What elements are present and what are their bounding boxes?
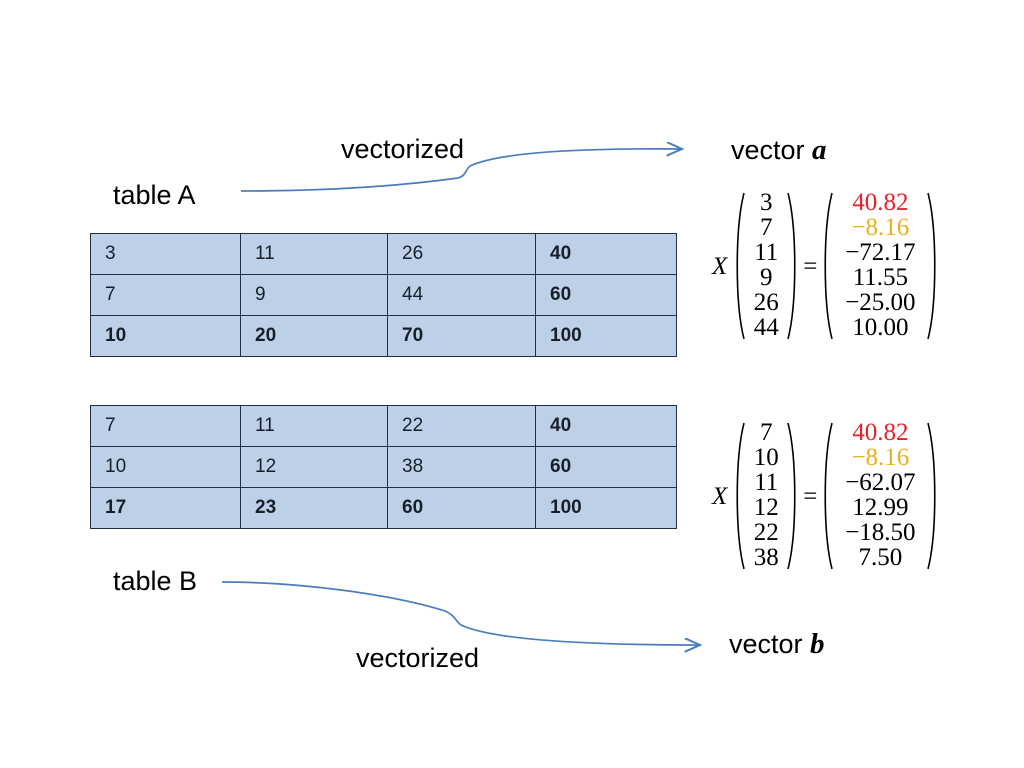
table-cell: 60 xyxy=(535,446,677,488)
matrix-entry: 11 xyxy=(754,239,779,267)
vector-a-letter: a xyxy=(812,134,827,166)
paren-close-icon xyxy=(786,190,801,342)
table-cell: 17 xyxy=(90,487,241,529)
matrix-entry: 22 xyxy=(753,519,779,547)
matrix-entry: 10 xyxy=(753,444,779,472)
table-cell: 9 xyxy=(240,274,388,316)
table-cell: 60 xyxy=(387,487,536,529)
table-cell: 10 xyxy=(90,446,241,488)
matrix-entry: 9 xyxy=(760,264,773,292)
paren-close-icon xyxy=(926,190,941,342)
vectorized-label-bottom: vectorized xyxy=(356,643,480,673)
table-a-label: table A xyxy=(113,180,196,210)
matrix-entry: 40.82 xyxy=(852,189,909,217)
matrix-entry: 7.50 xyxy=(858,544,903,572)
matrix-entry: −18.50 xyxy=(845,519,916,547)
paren-open-icon xyxy=(819,420,834,572)
vector-a-label: vector a xyxy=(731,136,827,165)
table-cell: 70 xyxy=(387,315,536,357)
matrix-entry: −62.07 xyxy=(845,469,916,497)
table-cell: 100 xyxy=(535,315,677,357)
matrix-entry: 38 xyxy=(753,544,779,572)
table-cell: 40 xyxy=(535,405,677,447)
matrix-entry: 3 xyxy=(760,189,773,217)
table-cell: 7 xyxy=(90,405,241,447)
vector-b-label: vector b xyxy=(729,630,825,659)
paren-close-icon xyxy=(926,420,941,572)
table-b-label: table B xyxy=(113,566,198,596)
table-cell: 11 xyxy=(240,405,388,447)
vector-b-letter: b xyxy=(810,628,825,660)
table-cell: 44 xyxy=(387,274,536,316)
matrix-entry: 44 xyxy=(753,314,779,342)
matrix-entry: −25.00 xyxy=(845,289,916,317)
table-cell: 12 xyxy=(240,446,388,488)
arrow-table-b-to-vector-b xyxy=(221,581,700,645)
table-cell: 11 xyxy=(240,233,388,275)
matrix-entry: 7 xyxy=(760,214,773,242)
matrix-entry: 40.82 xyxy=(852,419,909,447)
matrix-entry: 26 xyxy=(753,289,779,317)
table-cell: 38 xyxy=(387,446,536,488)
table-cell: 23 xyxy=(240,487,388,529)
matrix-entry: 11 xyxy=(754,469,779,497)
matrix-entry: 12 xyxy=(753,494,779,522)
table-cell: 3 xyxy=(90,233,241,275)
matrix-entry: 12.99 xyxy=(852,494,909,522)
table-cell: 40 xyxy=(535,233,677,275)
vector-a-prefix: vector xyxy=(731,135,813,165)
matrix-entry: 10.00 xyxy=(852,314,909,342)
table-cell: 10 xyxy=(90,315,241,357)
paren-open-icon xyxy=(731,190,746,342)
equals-sign-b: = xyxy=(803,482,818,510)
paren-open-icon xyxy=(731,420,746,572)
matrix-entry: 11.55 xyxy=(852,264,909,292)
operator-x-a: X xyxy=(712,252,728,280)
table-cell: 22 xyxy=(387,405,536,447)
equals-sign-a: = xyxy=(803,252,818,280)
table-cell: 20 xyxy=(240,315,388,357)
paren-close-icon xyxy=(786,420,801,572)
matrix-entry: −8.16 xyxy=(851,214,910,242)
table-cell: 100 xyxy=(535,487,677,529)
paren-open-icon xyxy=(819,190,834,342)
table-cell: 26 xyxy=(387,233,536,275)
vectorized-label-top: vectorized xyxy=(341,134,465,164)
operator-x-b: X xyxy=(712,482,728,510)
matrix-entry: 7 xyxy=(760,419,773,447)
vector-b-prefix: vector xyxy=(729,629,811,659)
matrix-entry: −8.16 xyxy=(851,444,910,472)
table-cell: 7 xyxy=(90,274,241,316)
matrix-entry: −72.17 xyxy=(845,239,916,267)
table-cell: 60 xyxy=(535,274,677,316)
